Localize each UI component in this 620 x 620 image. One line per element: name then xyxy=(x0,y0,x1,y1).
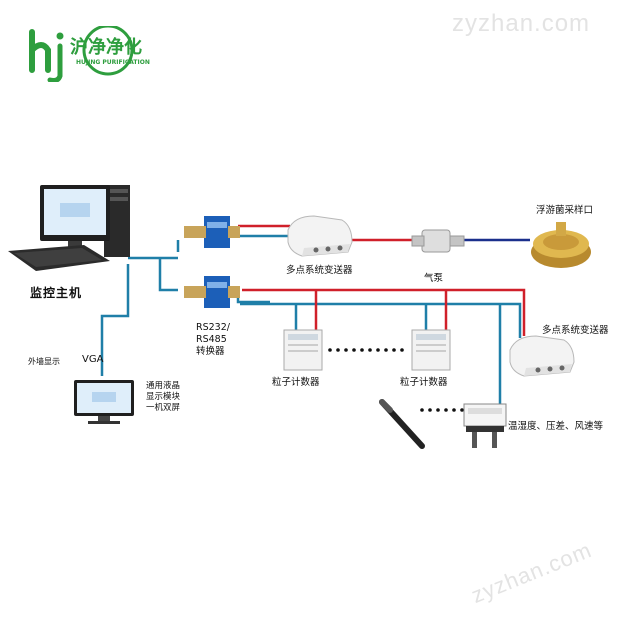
pump-label: 气泵 xyxy=(424,273,444,284)
particle-counter-icon-1 xyxy=(283,329,323,371)
logo: 沪净净化 HUJING PURIFICATION xyxy=(18,24,158,83)
logo-mark-icon xyxy=(29,24,134,83)
particle-counter-1-label: 粒子计数器 xyxy=(272,377,320,388)
sensor-probe-icon xyxy=(379,399,425,449)
lcd-module-line-2: 显示模块 xyxy=(146,392,181,402)
data-lines xyxy=(100,240,522,408)
transmitter-top-icon xyxy=(287,215,353,257)
converter-line-3: 转换器 xyxy=(196,346,225,357)
converter-line-1: RS232/ xyxy=(196,322,230,333)
watermark-top: zyzhan.com xyxy=(452,10,591,37)
converter-icon-bottom xyxy=(184,276,240,308)
sampler-label: 浮游菌采样口 xyxy=(536,205,594,216)
pressure-sensor-icon xyxy=(463,403,507,448)
transmitter-top-label: 多点系统变送器 xyxy=(286,265,353,276)
host-computer-icon xyxy=(8,185,130,271)
converter-line-2: RS485 xyxy=(196,334,227,345)
lcd-module-label: 通用液晶 显示模块 一机双屏 xyxy=(146,381,180,414)
converter-icon-top xyxy=(184,216,240,248)
sensors-label: 温湿度、压差、风速等 xyxy=(508,421,604,432)
lcd-module-line-3: 一机双屏 xyxy=(146,403,181,413)
wall-display-monitor-icon xyxy=(74,380,134,424)
vga-label: VGA xyxy=(82,354,104,365)
external-display-label: 外墙显示 xyxy=(28,357,60,366)
transmitter-right-label: 多点系统变送器 xyxy=(542,325,609,336)
particle-counter-2-label: 粒子计数器 xyxy=(400,377,448,388)
particle-counter-icon-2 xyxy=(411,329,451,371)
air-pump-icon xyxy=(411,229,465,253)
sampler-icon xyxy=(531,222,591,268)
logo-name-cn: 沪净净化 xyxy=(70,37,142,58)
red-lines xyxy=(238,224,526,336)
host-label: 监控主机 xyxy=(30,286,83,300)
lcd-module-line-1: 通用液晶 xyxy=(146,381,181,391)
transmitter-right-icon xyxy=(509,335,575,377)
converter-label: RS232/ RS485 转换器 xyxy=(196,322,230,358)
dotted-lines xyxy=(328,348,464,412)
logo-name-en: HUJING PURIFICATION xyxy=(76,59,150,66)
